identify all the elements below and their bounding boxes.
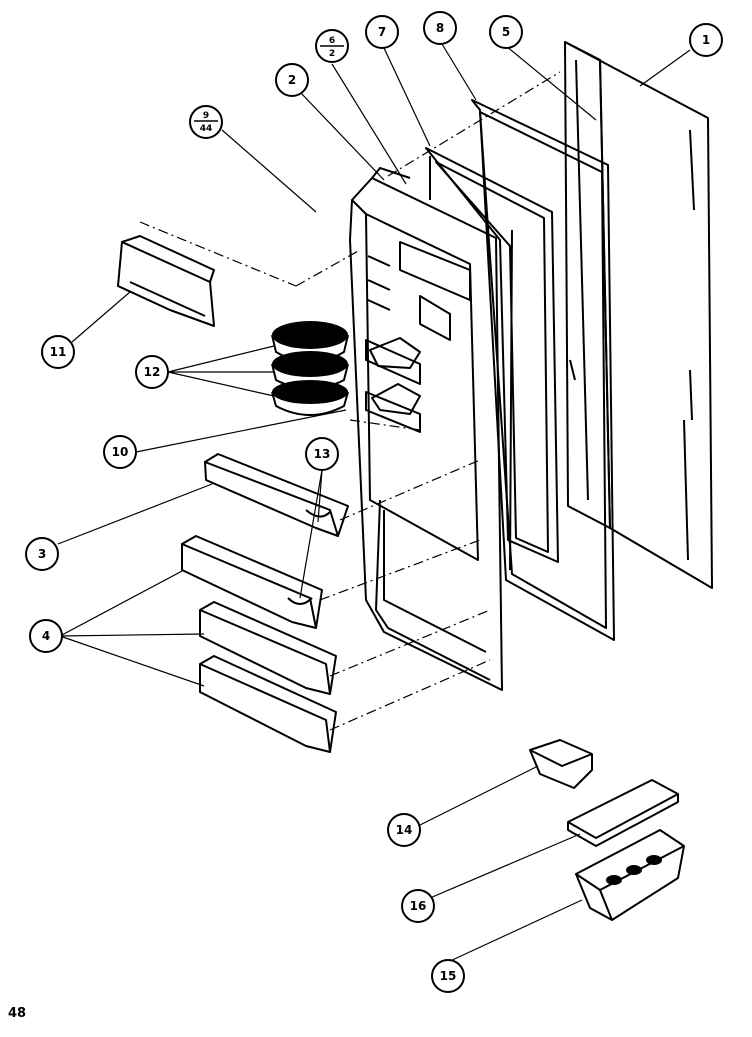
callout-11: 11: [41, 335, 75, 369]
food-containers: [271, 321, 349, 416]
outer-door-panel: [564, 41, 713, 589]
svg-text:8: 8: [436, 21, 444, 35]
callout-6: 6 2: [315, 29, 349, 63]
small-tray: [529, 739, 593, 789]
svg-text:2: 2: [288, 73, 296, 87]
alignment-lines: [139, 71, 561, 731]
leader-lines: [57, 43, 691, 963]
ice-bin: [575, 829, 685, 921]
callout-14: 14: [387, 813, 421, 847]
callout-13: 13: [305, 437, 339, 471]
door-gasket: [471, 99, 615, 641]
svg-text:2: 2: [329, 49, 335, 59]
callout-8: 8: [423, 11, 457, 45]
callout-16: 16: [401, 889, 435, 923]
svg-text:3: 3: [38, 547, 46, 561]
svg-text:1: 1: [702, 33, 710, 47]
svg-text:11: 11: [50, 345, 67, 359]
door-bins: [181, 535, 337, 753]
svg-text:14: 14: [396, 823, 413, 837]
callout-3: 3: [25, 537, 59, 571]
ice-bin-lid: [567, 779, 679, 847]
callout-5: 5: [489, 15, 523, 49]
page-number: 48: [8, 1006, 27, 1021]
callout-10: 10: [103, 435, 137, 469]
callout-4: 4: [29, 619, 63, 653]
callout-1: 1: [689, 23, 723, 57]
shelf-brackets: [369, 337, 421, 415]
svg-text:9: 9: [203, 111, 209, 121]
svg-text:5: 5: [502, 25, 510, 39]
svg-text:12: 12: [144, 365, 161, 379]
svg-text:6: 6: [329, 36, 335, 46]
callout-12: 12: [135, 355, 169, 389]
svg-text:7: 7: [378, 25, 386, 39]
svg-text:15: 15: [440, 969, 457, 983]
svg-text:13: 13: [314, 447, 331, 461]
callout-7: 7: [365, 15, 399, 49]
svg-text:4: 4: [42, 629, 50, 643]
dairy-door: [117, 235, 215, 327]
door-liner-frame: [425, 147, 559, 563]
svg-text:44: 44: [200, 124, 213, 134]
svg-text:16: 16: [410, 899, 427, 913]
callout-2: 2: [275, 63, 309, 97]
callout-15: 15: [431, 959, 465, 993]
callout-9: 9 44: [189, 105, 223, 139]
inner-door-liner: [349, 167, 503, 691]
svg-text:10: 10: [112, 445, 129, 459]
